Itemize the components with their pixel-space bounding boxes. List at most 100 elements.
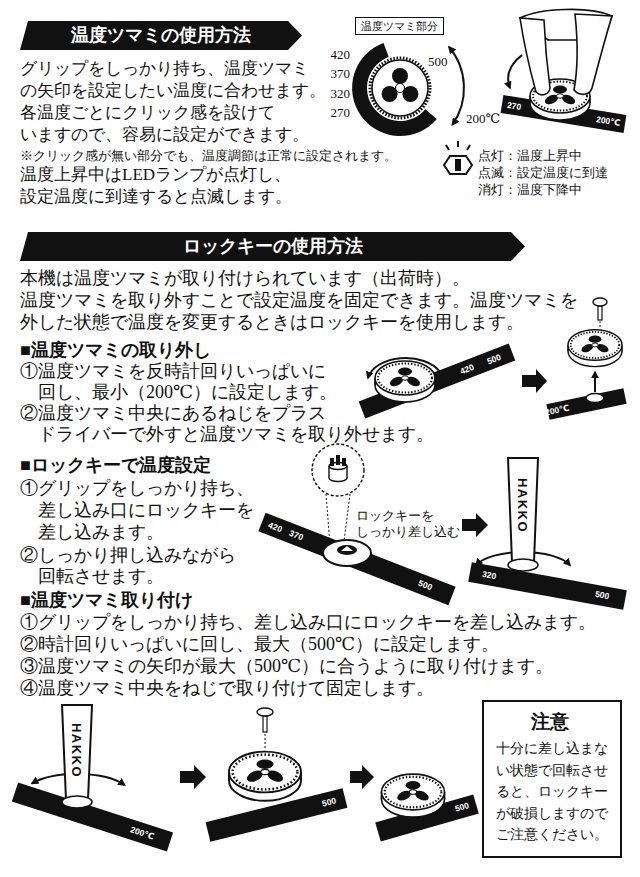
instruction-text: ①グリップをしっかり持ち、差し込み口にロックキーを差し込みます。 xyxy=(20,611,596,633)
section-heading: ■温度ツマミの取り外し xyxy=(20,340,211,361)
text-line: ドライバーで外すと温度ツマミを取り外せます。 xyxy=(20,424,434,445)
scale-number: 370 xyxy=(288,529,304,543)
leader-line xyxy=(326,494,330,545)
instruction-text: ④温度ツマミ中央をねじで取り付けて固定します。 xyxy=(20,677,434,699)
led-state: 消灯：温度下降中 xyxy=(478,182,582,198)
led-state: 点灯：温度上昇中 xyxy=(478,148,582,164)
text-line: 420 xyxy=(459,363,475,377)
scale-number: 420 xyxy=(267,520,283,534)
instruction-text: 各温度ごとにクリック感を設けて いますので、容易に設定ができます。 xyxy=(20,102,309,146)
knob-screw xyxy=(396,84,405,93)
text-line: 320 xyxy=(331,87,351,101)
text-line: 十分に差し込まな xyxy=(496,738,608,760)
text-line: 回し、最小（200℃）に設定します。 xyxy=(20,382,337,403)
led-ray xyxy=(457,141,459,147)
text-line: ロックキーの使用方法 xyxy=(183,232,363,261)
callout-text: ロックキーを しっかり差し込む xyxy=(356,508,460,540)
caption-box: 温度ツマミ部分 xyxy=(355,17,444,35)
dial-number: 200℃ xyxy=(466,112,500,126)
scale-number: 320 xyxy=(481,570,497,581)
text-line: 温度ツマミの使用方法 xyxy=(71,21,251,50)
screw-head xyxy=(257,708,273,716)
screw-shaft xyxy=(263,716,267,732)
text-line: 点灯：温度上昇中 xyxy=(478,148,582,164)
text-line: HAKKO xyxy=(70,722,83,777)
text-line: 500 xyxy=(428,55,448,69)
text-line: 200℃ xyxy=(544,403,570,417)
instruction-text: ②温度ツマミ中央にあるねじをプラス ドライバーで外すと温度ツマミを取り外せます。 xyxy=(20,403,434,445)
text-line: 370 xyxy=(288,529,304,543)
instruction-text: 温度上昇中はLEDランプが点灯し、 設定温度に到達すると点滅します。 xyxy=(20,164,292,208)
text-line: 500 xyxy=(417,579,433,593)
section-heading: ■温度ツマミ取り付け xyxy=(20,590,193,611)
lock-key-prong xyxy=(342,458,346,466)
text-line: 差し込み口にロックキーを xyxy=(20,499,254,521)
led-ray xyxy=(467,145,470,150)
step-arrow xyxy=(462,513,488,537)
lock-key-prong xyxy=(336,455,340,465)
text-line: ④温度ツマミ中央をねじで取り付けて固定します。 xyxy=(20,677,434,699)
lock-key xyxy=(337,545,357,555)
band-fill xyxy=(20,232,525,261)
rotation-arrow xyxy=(508,55,522,88)
text-line: ※クリック感が無い部分でも、温度調節は正常に設定されます。 xyxy=(20,148,397,163)
temperature-knob xyxy=(372,60,428,116)
step-arrow xyxy=(522,369,547,393)
led-ray xyxy=(446,145,449,150)
scale-number: 200℃ xyxy=(129,825,155,841)
scale-number: 200℃ xyxy=(544,403,570,417)
callout-circle xyxy=(312,444,364,496)
text-line: 500 xyxy=(594,590,610,601)
text-line: 各温度ごとにクリック感を設けて xyxy=(20,102,275,124)
scale-band xyxy=(468,562,627,610)
text-line: 270 xyxy=(507,100,522,111)
text-line: HAKKO xyxy=(516,477,529,532)
lift-arrow xyxy=(594,372,596,392)
key-socket xyxy=(323,540,371,566)
text-line: ②温度ツマミ中央にあるねじをプラス xyxy=(20,403,326,424)
text-line: ①グリップをしっかり持ち、差し込み口にロックキーを差し込みます。 xyxy=(20,611,596,633)
scale-number: 500 xyxy=(486,352,502,366)
text-line: 外した状態で温度を変更するときはロックキーを使用します。 xyxy=(20,311,524,333)
section-heading: ■ロックキーで温度設定 xyxy=(20,455,211,476)
instruction-text: ②しっかり押し込みながら 回転させます。 xyxy=(20,545,236,587)
dial-number: 370 xyxy=(326,67,350,81)
instruction-text: グリップをしっかり持ち、温度ツマミ の矢印を設定したい温度に合わせます。 xyxy=(20,58,326,102)
led-icon-mark xyxy=(455,159,461,171)
text-line: ①温度ツマミを反時計回りいっぱいに xyxy=(20,361,326,382)
temperature-knob xyxy=(382,774,445,817)
text-line: 500 xyxy=(486,352,502,366)
text-line: 本機は温度ツマミが取り付けられています（出荷時）。 xyxy=(20,267,470,289)
dial-number: 420 xyxy=(326,48,350,62)
instruction-text: ②時計回りいっぱいに回し、最大（500℃）に設定します。 xyxy=(20,633,499,655)
text-line: ■温度ツマミの取り外し xyxy=(20,340,211,361)
text-line: いますので、容易に設定ができます。 xyxy=(20,124,309,146)
instruction-text: ③温度ツマミの矢印が最大（500℃）に合うように取り付けます。 xyxy=(20,655,553,677)
temperature-knob xyxy=(375,361,435,402)
lock-key-arrow xyxy=(341,546,353,551)
node-body: 十分に差し込まな い状態で回転させ ると、ロックキー が破損しますので ご注意く… xyxy=(494,738,610,846)
text-line: ると、ロックキー xyxy=(496,781,608,803)
text-line: グリップをしっかり持ち、温度ツマミ xyxy=(20,58,309,80)
knob-lobe xyxy=(392,68,408,84)
note-text: ※クリック感が無い部分でも、温度調節は正常に設定されます。 xyxy=(20,148,397,163)
text-line: 370 xyxy=(331,67,351,81)
node-title: 温度ツマミの使用方法 xyxy=(20,21,302,50)
text-line: が破損しますので xyxy=(496,803,608,825)
text-line: 温度ツマミを取り外すことで設定温度を固定できます。温度ツマミを xyxy=(20,289,578,311)
rotation-arrow xyxy=(368,358,440,378)
text-line: 温度ツマミ部分 xyxy=(361,19,438,33)
text-line: い状態で回転させ xyxy=(496,760,608,782)
scale-band xyxy=(12,783,173,852)
instruction-text: ①温度ツマミを反時計回りいっぱいに 回し、最小（200℃）に設定します。 xyxy=(20,361,337,403)
text-line: ②時計回りいっぱいに回し、最大（500℃）に設定します。 xyxy=(20,633,499,655)
text-line: 温度上昇中はLEDランプが点灯し、 xyxy=(20,164,291,186)
text-line: の矢印を設定したい温度に合わせます。 xyxy=(20,80,326,102)
iron-handle xyxy=(62,705,92,800)
brand-mark: HAKKO xyxy=(70,722,83,777)
dial-number: 270 xyxy=(326,106,350,120)
text-line: 差し込みます。 xyxy=(20,521,164,543)
text-line: 420 xyxy=(267,520,283,534)
section-band: ロックキーの使用方法 xyxy=(20,232,525,261)
text-line: 回転させます。 xyxy=(20,566,164,587)
